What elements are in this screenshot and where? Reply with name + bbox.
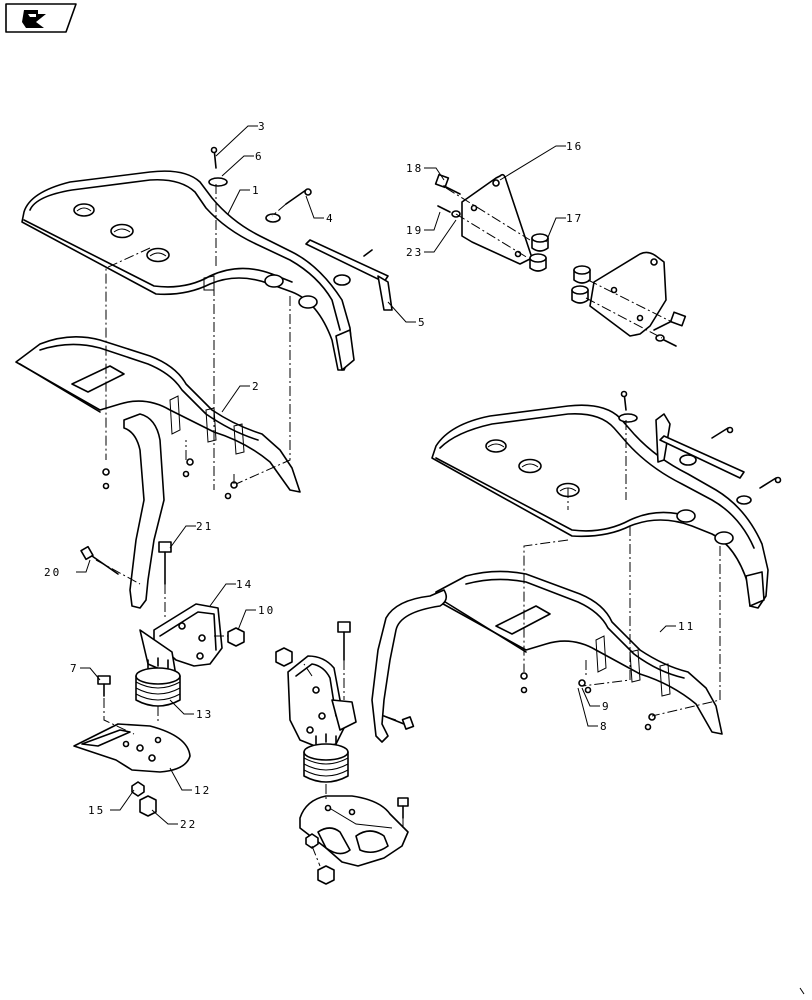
callout-16: 16 [566,140,583,153]
back-arrow-icon [22,10,46,28]
plate-centerline-1 [445,187,531,241]
right-base-plate [299,795,409,885]
callout-19: 19 [406,224,423,237]
callout-23: 23 [406,246,423,259]
bolt-20 [80,545,119,575]
callout-9: 9 [602,700,611,713]
left-inner-fender [15,336,301,609]
callout-11: 11 [678,620,695,633]
right-isolator [303,733,349,783]
leader-lines [76,125,676,825]
bracket-14 [139,603,223,677]
spacer-17 [529,233,549,272]
right-fender [431,404,769,609]
callout-12: 12 [194,784,211,797]
bolt-21 [158,541,172,585]
left-centerlines [95,184,291,735]
plate-centerline-2 [455,213,529,259]
right-inner-fender [371,570,723,743]
nut-10 [227,627,245,647]
bolt-4 [285,188,312,205]
callout-4: 4 [326,212,335,225]
callout-6: 6 [255,150,264,163]
right-bolt-washer [618,390,638,423]
nut-22 [139,795,157,817]
bracket-5 [305,239,393,311]
nut-15 [131,781,145,797]
washer-6 [208,177,228,187]
bolt-18 [434,173,461,195]
right-centerlines [303,420,721,867]
right-bar-bolt [383,715,415,730]
callout-8: 8 [600,720,609,733]
callout-21: 21 [196,520,213,533]
callout-3: 3 [258,120,267,133]
corner-mark [799,987,805,995]
bolt-19 [437,205,461,218]
right-mount-bracket [275,621,357,749]
callout-22: 22 [180,818,197,831]
callout-15: 15 [88,804,105,817]
callout-2: 2 [252,380,261,393]
right-bracket [655,413,782,505]
callout-13: 13 [196,708,213,721]
callout-labels: 3 6 1 4 5 2 16 18 19 23 17 20 21 14 10 7… [44,120,695,831]
callout-5: 5 [418,316,427,329]
right-small-nuts [520,672,656,731]
callout-18: 18 [406,162,423,175]
left-small-nuts [102,458,238,500]
callout-17: 17 [566,212,583,225]
left-fender [21,170,355,371]
plate-16-mirror [571,251,687,347]
callout-10: 10 [258,604,275,617]
back-button[interactable] [5,3,77,33]
callout-14: 14 [236,578,253,591]
bolt-3 [210,146,218,169]
bolt-7 [97,675,111,697]
plate-12 [73,723,191,773]
isolator-13 [135,657,181,707]
callout-20: 20 [44,566,61,579]
callout-7: 7 [70,662,79,675]
callout-1: 1 [252,184,261,197]
